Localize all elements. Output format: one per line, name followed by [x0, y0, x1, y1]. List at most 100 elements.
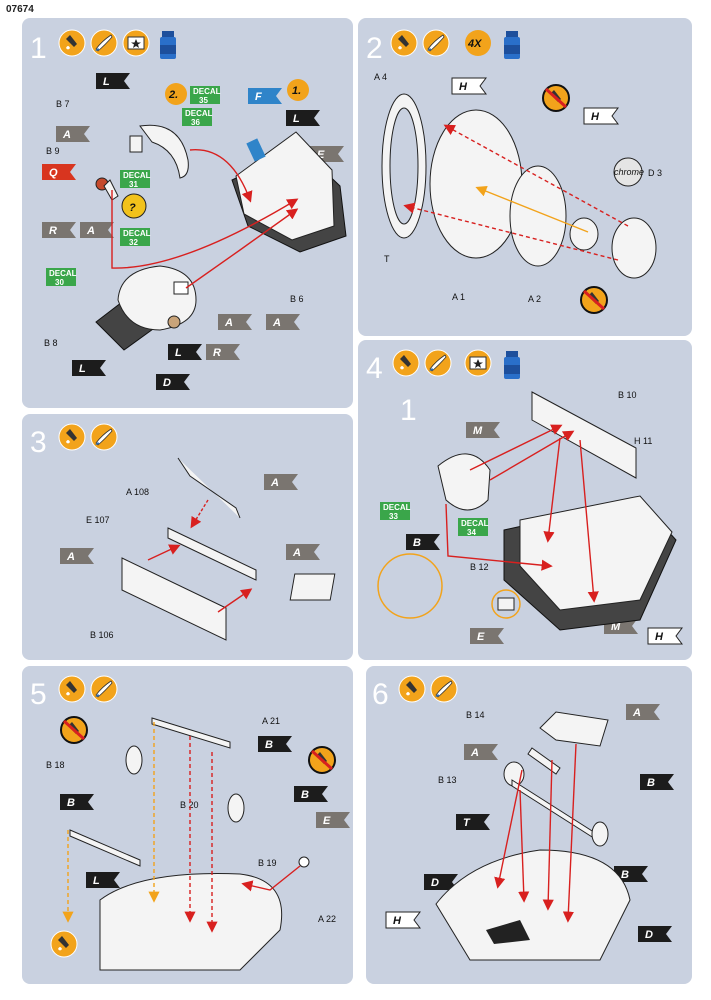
assembly-arrow: [241, 865, 301, 892]
flag-B: B: [60, 794, 94, 810]
part-label: B 8: [44, 338, 58, 348]
flag-H: H: [647, 627, 683, 645]
step-6-panel: 6 B 14 B 13 A A B T B D H D: [366, 666, 692, 984]
svg-text:E: E: [477, 631, 485, 643]
document-code: 07674: [6, 4, 34, 15]
decal-sheet-icon: [122, 29, 150, 57]
part-label: A 2: [528, 294, 541, 304]
step-number: 4: [366, 352, 383, 385]
assembly-arrow: [445, 503, 553, 571]
paint-brush-icon: [90, 423, 118, 451]
panel-background: [22, 18, 353, 408]
step-2-panel: 2 4X A 4 D 3 T A 1 A 2 H H chrome: [358, 18, 692, 336]
flag-M: M: [604, 618, 638, 634]
flag-B: B: [614, 866, 648, 882]
multiplier-label: 4X: [467, 38, 482, 50]
svg-text:D: D: [163, 377, 171, 389]
order-label: 1.: [292, 85, 301, 97]
flag-A: A: [286, 544, 320, 560]
part-label: B 19: [258, 858, 277, 868]
step-number: 2: [366, 32, 383, 65]
glue-icon: [50, 930, 78, 958]
assembly-arrow: [562, 743, 577, 923]
svg-text:B: B: [621, 869, 629, 881]
order-badge: [287, 79, 309, 101]
part-label: E 107: [86, 515, 110, 525]
svg-text:A: A: [62, 129, 71, 141]
assembly-arrow: [518, 789, 530, 903]
assembly-arrow: [185, 208, 299, 289]
decal-number: 34: [467, 528, 476, 537]
part-callout: B 20: [180, 800, 199, 810]
svg-text:T: T: [463, 817, 471, 829]
part-callout: A 108: [126, 487, 149, 497]
svg-text:B: B: [647, 777, 655, 789]
part-callout: A 22: [318, 914, 336, 924]
part-label: B 6: [290, 294, 304, 304]
flag-A: A: [626, 704, 660, 720]
part-callout: B 8: [44, 338, 58, 348]
order-badge: [165, 83, 187, 105]
part-callout: E 107: [86, 515, 110, 525]
svg-text:L: L: [175, 347, 182, 359]
svg-text:D: D: [645, 929, 653, 941]
paint-brush-icon: [90, 675, 118, 703]
svg-text:Q: Q: [49, 167, 58, 179]
svg-text:H: H: [655, 631, 664, 643]
svg-text:B: B: [413, 537, 421, 549]
flag-B: B: [258, 736, 292, 752]
flag-B: B: [406, 534, 440, 550]
assembly-arrow: [475, 185, 589, 233]
part-label: B 10: [618, 390, 637, 400]
svg-text:M: M: [473, 425, 483, 437]
svg-text:A: A: [292, 547, 301, 559]
flag-D: D: [638, 926, 672, 942]
part-callout: D 3: [648, 168, 662, 178]
part-callout: T: [384, 254, 390, 264]
flag-M: M: [466, 422, 500, 438]
assembly-arrow: [489, 430, 575, 481]
flag-F: F: [248, 88, 282, 104]
svg-text:L: L: [79, 363, 86, 375]
wheel-assembly-drawing: [381, 83, 657, 315]
part-label: B 9: [46, 146, 60, 156]
svg-text:L: L: [93, 875, 100, 887]
svg-text:L: L: [293, 113, 300, 125]
svg-text:B: B: [67, 797, 75, 809]
assembly-arrow: [494, 769, 523, 889]
flag-L: L: [72, 360, 106, 376]
glue-icon: [58, 675, 86, 703]
flag-E: E: [470, 628, 504, 644]
glue-icon: [398, 675, 426, 703]
decal-number: 30: [55, 278, 64, 287]
svg-text:E: E: [317, 149, 325, 161]
svg-text:D: D: [431, 877, 439, 889]
assembly-arrow: [189, 149, 253, 203]
flag-R: R: [42, 222, 76, 238]
svg-text:A: A: [224, 317, 233, 329]
paint-brush-icon: [422, 29, 450, 57]
svg-text:A: A: [270, 477, 279, 489]
part-label: T: [384, 254, 390, 264]
part-label: B 106: [90, 630, 114, 640]
flag-H: H: [385, 911, 421, 929]
multiplier-badge: [465, 30, 491, 56]
step-number: 1: [30, 32, 47, 65]
flag-D: D: [156, 374, 190, 390]
part-callout: B 7: [56, 99, 70, 109]
part-callout: B 12: [470, 562, 489, 572]
svg-text:A: A: [272, 317, 281, 329]
svg-text:A: A: [470, 747, 479, 759]
svg-text:F: F: [255, 91, 262, 103]
part-label: A 21: [262, 716, 280, 726]
glue-icon: [58, 29, 86, 57]
flag-R: R: [206, 344, 240, 360]
question-badge: [121, 193, 147, 219]
svg-text:DECAL: DECAL: [185, 109, 213, 118]
svg-text:A: A: [86, 225, 95, 237]
part-label: A 22: [318, 914, 336, 924]
